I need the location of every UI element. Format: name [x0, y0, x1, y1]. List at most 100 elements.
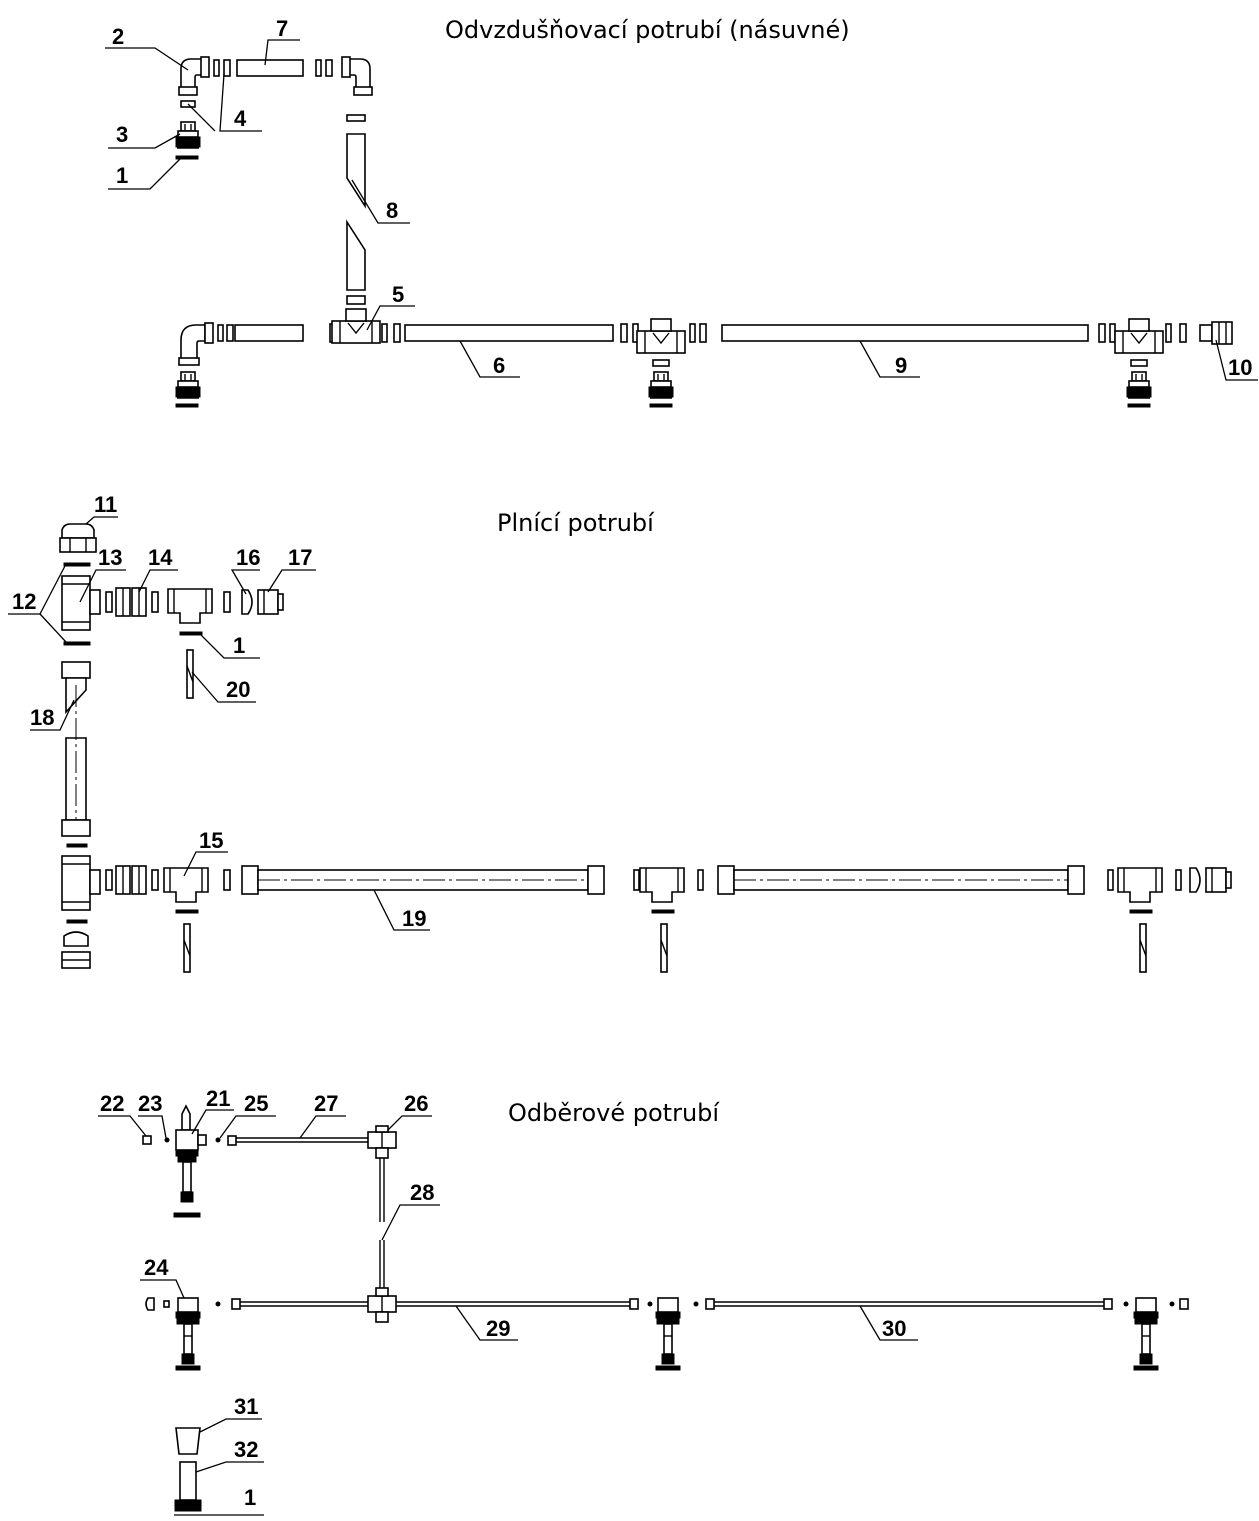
seal-ring: [315, 59, 322, 77]
svg-text:19: 19: [402, 906, 426, 931]
pipe-connector: [231, 1298, 241, 1310]
end-cap: [1199, 321, 1233, 345]
svg-text:14: 14: [148, 545, 173, 570]
svg-text:7: 7: [276, 16, 288, 41]
callout-14: 14: [138, 545, 178, 593]
seal-ring: [213, 59, 220, 77]
vertical-pipe-upper: [346, 133, 366, 209]
svg-text:18: 18: [30, 705, 54, 730]
seal-ring: [381, 323, 388, 343]
svg-text:4: 4: [234, 106, 247, 131]
callout-7: 7: [264, 16, 300, 66]
seal-ring: [1098, 323, 1106, 343]
o-ring: [651, 909, 675, 914]
plug: [241, 589, 253, 615]
o-ring: [63, 562, 91, 567]
callout-6: 6: [459, 340, 520, 378]
callout-13: 13: [79, 545, 126, 603]
seal-ring: [697, 869, 704, 891]
elbow-fitting: [341, 56, 373, 96]
elbow-fitting: [178, 56, 210, 96]
svg-text:21: 21: [206, 1086, 230, 1111]
o-ring: [1129, 909, 1153, 914]
callout-9: 9: [859, 340, 920, 378]
sampling-valve-top: [142, 1104, 221, 1218]
vent-valve: [648, 371, 674, 399]
valve-stem: [1139, 923, 1147, 973]
pipe-connector: [629, 1298, 639, 1310]
vertical-pipe-lower: [346, 219, 366, 291]
nipple-fitting: [105, 587, 159, 617]
seal-ring: [699, 323, 707, 343]
callout-31: 31: [199, 1394, 262, 1433]
callout-1-sampling: 1: [174, 1485, 264, 1516]
svg-text:25: 25: [244, 1091, 268, 1116]
hose-horizontal: [717, 865, 1085, 895]
section-sampling: Odběrové potrubí: [98, 1086, 1189, 1516]
svg-text:1: 1: [233, 633, 245, 658]
svg-text:1: 1: [116, 163, 128, 188]
vent-valve: [175, 371, 201, 399]
svg-text:10: 10: [1228, 355, 1252, 380]
svg-text:1: 1: [244, 1485, 256, 1510]
seal-ring: [1130, 359, 1148, 367]
o-ring: [649, 403, 673, 408]
svg-text:12: 12: [12, 589, 36, 614]
callout-25: 25: [219, 1091, 276, 1139]
svg-text:27: 27: [314, 1091, 338, 1116]
section-title-sampling: Odběrové potrubí: [508, 1099, 720, 1127]
valve-stem: [660, 923, 668, 973]
vent-valve: [1126, 371, 1152, 399]
sampling-bottom-assembly: [174, 1427, 202, 1512]
seal-ring: [652, 359, 670, 367]
svg-text:3: 3: [116, 122, 128, 147]
callout-28: 28: [381, 1180, 440, 1241]
end-cap: [61, 951, 91, 969]
pipe-segment: [404, 324, 614, 342]
svg-text:32: 32: [234, 1437, 258, 1462]
o-ring: [66, 843, 88, 848]
callout-30: 30: [859, 1305, 918, 1341]
tee-fitting: [1117, 867, 1163, 903]
svg-text:6: 6: [493, 353, 505, 378]
cross-fitting: [367, 1287, 397, 1323]
tee-fitting: [1114, 318, 1164, 354]
seal-ring: [223, 869, 231, 891]
seal-ring: [223, 59, 231, 77]
callout-18: 18: [30, 699, 75, 731]
plug: [1189, 867, 1201, 893]
cross-fitting: [367, 1125, 397, 1159]
vent-valve: [175, 121, 201, 149]
callout-26: 26: [387, 1091, 432, 1131]
svg-text:9: 9: [895, 353, 907, 378]
callout-16: 16: [230, 545, 260, 595]
section-title-filling: Plnící potrubí: [497, 509, 655, 537]
callout-2: 2: [105, 24, 189, 71]
svg-text:2: 2: [112, 24, 124, 49]
callout-20: 20: [191, 671, 256, 703]
seal-ring: [1165, 323, 1172, 343]
svg-text:16: 16: [236, 545, 260, 570]
o-ring: [1127, 403, 1151, 408]
tee-fitting: [61, 855, 101, 911]
callout-8: 8: [351, 179, 410, 224]
sampling-valve: [175, 1297, 201, 1371]
seal-ring: [689, 323, 696, 343]
callout-17: 17: [267, 545, 316, 593]
end-cap: [257, 589, 284, 615]
callout-22: 22: [98, 1091, 147, 1137]
sampling-valve: [1133, 1297, 1159, 1371]
svg-text:24: 24: [144, 1255, 169, 1280]
plug: [63, 931, 89, 947]
callout-1-filling: 1: [199, 633, 260, 659]
pipe-segment: [236, 59, 304, 77]
end-plug: [145, 1297, 155, 1311]
callout-5: 5: [366, 282, 415, 331]
seal-ring: [393, 323, 401, 343]
tee-fitting: [167, 588, 213, 624]
svg-text:8: 8: [386, 198, 398, 223]
pipe-connector: [705, 1298, 715, 1310]
end-cap: [1205, 867, 1232, 893]
tee-fitting: [61, 575, 101, 631]
seal-ring: [1175, 869, 1182, 891]
